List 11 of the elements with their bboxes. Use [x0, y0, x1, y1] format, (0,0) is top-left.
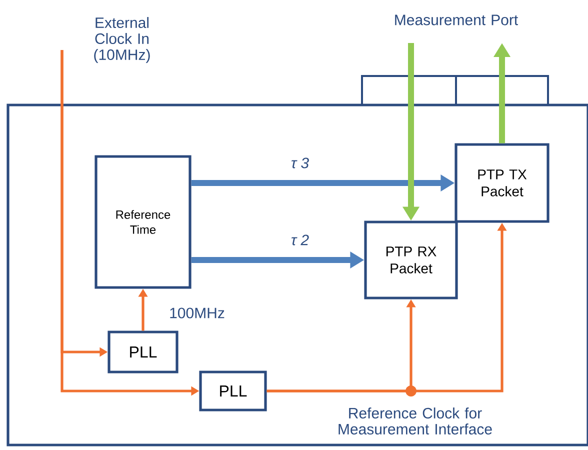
caption-text: Reference Clock for Measurement Interface [338, 408, 492, 434]
edge-label: τ 2 [290, 234, 310, 246]
process-box: PLL [199, 370, 267, 412]
caption-text: Measurement Port [395, 14, 518, 26]
edge-label: 100MHz [168, 306, 226, 320]
edge-label: τ 3 [290, 156, 310, 170]
process-box: PLL [108, 330, 178, 374]
caption-text: External Clock In (10MHz) [94, 17, 150, 63]
process-box: PTP TX Packet [454, 143, 550, 223]
process-box: PTP RX Packet [364, 220, 458, 300]
process-box: Reference Time [94, 155, 192, 289]
